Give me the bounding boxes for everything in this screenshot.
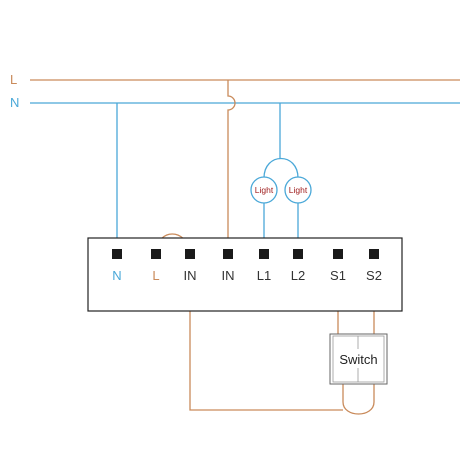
- terminal-2-label: L: [152, 268, 159, 283]
- live-line-label: L: [10, 72, 17, 87]
- light-1-label: Light: [255, 185, 274, 195]
- module-box: [87, 237, 403, 312]
- terminal-3-label: IN: [184, 268, 197, 283]
- neutral-split-arc: [263, 157, 299, 179]
- terminal-3-screw: [185, 249, 195, 259]
- terminal-1-label: N: [112, 268, 121, 283]
- switch-label: Switch: [339, 352, 377, 367]
- neutral-line-label: N: [10, 95, 19, 110]
- supply-lines: [30, 79, 460, 104]
- terminal-7-label: S1: [330, 268, 346, 283]
- light-1-bulb: [250, 176, 278, 204]
- terminal-2-screw: [151, 249, 161, 259]
- light-2-bulb: [284, 176, 312, 204]
- terminal-6-screw: [293, 249, 303, 259]
- live-to-in-wire: [227, 80, 236, 254]
- terminal-7-screw: [333, 249, 343, 259]
- terminal-8-label: S2: [366, 268, 382, 283]
- terminal-1-screw: [112, 249, 122, 259]
- terminal-5-screw: [259, 249, 269, 259]
- terminal-4-screw: [223, 249, 233, 259]
- terminal-5-label: L1: [257, 268, 271, 283]
- terminal-block: N L IN IN L1 L2 S1 S2: [112, 249, 382, 283]
- terminal-8-screw: [369, 249, 379, 259]
- terminal-4-label: IN: [222, 268, 235, 283]
- switch: Switch: [329, 333, 388, 385]
- light-2: Light: [284, 176, 312, 204]
- switch-bottom-loop: [342, 383, 375, 415]
- light-1: Light: [250, 176, 278, 204]
- terminal-6-label: L2: [291, 268, 305, 283]
- light-2-label: Light: [289, 185, 308, 195]
- switch-inner: [332, 335, 385, 383]
- switch-label-bg: [334, 349, 383, 368]
